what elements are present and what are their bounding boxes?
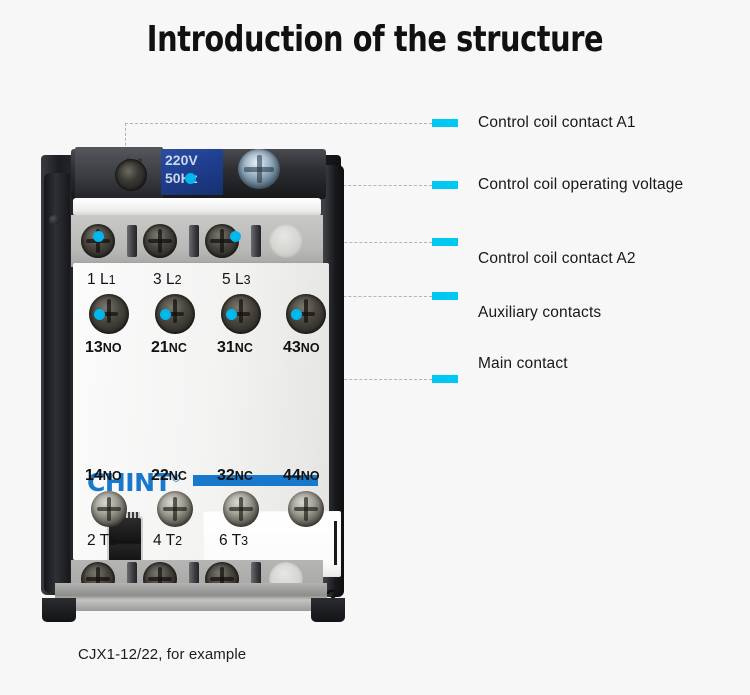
lower-divider-fin-3 (251, 562, 261, 594)
aux-contact-upper-code-1: 13NO (85, 339, 122, 357)
aux-upper-number-4: 43 (283, 339, 301, 356)
device-base (55, 583, 327, 611)
device-white-bridge (73, 198, 321, 216)
main-terminal-number-6: 6 (219, 532, 228, 549)
aux-contact-lower-code-3: 32NC (217, 467, 253, 485)
main-terminal-phase-2: L (165, 271, 175, 288)
main-terminal-phase-index-2: 2 (174, 273, 182, 287)
callout-marker-1 (432, 119, 458, 127)
main-terminal-number-1: 1 (87, 271, 96, 288)
aux-contact-upper-code-3: 31NC (217, 339, 253, 357)
callout-label-2: Control coil operating voltage (478, 176, 684, 193)
device-foot-right (311, 598, 345, 622)
main-terminal-phase-index-1: 1 (108, 273, 116, 287)
aux-lower-number-1: 14 (85, 467, 103, 484)
main-terminal-label-3: 5 L3 (222, 271, 251, 289)
main-terminal-phase-6: T (231, 532, 242, 549)
main-terminal-number-4: 2 (87, 532, 96, 549)
callout-label-5: Main contact (478, 355, 568, 372)
page-title: Introduction of the structure (146, 19, 604, 60)
main-terminal-label-2: 3 L2 (153, 271, 182, 289)
main-terminal-number-5: 4 (153, 532, 162, 549)
main-terminal-label-5: 4 T2 (153, 532, 182, 550)
aux-lower-type-3: NC (234, 469, 253, 483)
top-metal-screw (238, 149, 280, 189)
aux-upper-number-2: 21 (151, 339, 169, 356)
upper-divider-fin-3 (251, 225, 261, 257)
lower-divider-fin-1 (127, 562, 137, 594)
aux-lower-number-3: 32 (217, 467, 235, 484)
main-terminal-label-4: 2 T1 (87, 532, 116, 550)
aux-lower-type-1: NO (102, 469, 122, 483)
contactor-device-image: A1 220V 50Hz 1 L1 3 (33, 143, 351, 622)
main-terminal-number-3: 5 (222, 271, 231, 288)
callout-marker-4 (432, 292, 458, 300)
figure-caption: CJX1-12/22, for example (78, 646, 247, 663)
aux-contact-lower-code-1: 14NO (85, 467, 122, 485)
main-terminal-phase-index-4: 1 (109, 534, 117, 548)
aux-contact-lower-code-2: 22NC (151, 467, 187, 485)
leader-line-4 (308, 296, 432, 297)
aux-upper-number-3: 31 (217, 339, 235, 356)
aux-upper-type-2: NC (168, 341, 187, 355)
callout-label-1: Control coil contact A1 (478, 114, 636, 131)
callout-label-3: Control coil contact A2 (478, 250, 636, 267)
aux-screw-lower-2 (157, 491, 193, 527)
upper-divider-fin-2 (189, 225, 199, 257)
main-terminal-phase-1: L (99, 271, 109, 288)
main-terminal-phase-index-3: 3 (243, 273, 251, 287)
aux-upper-number-1: 13 (85, 339, 103, 356)
marker-dot-aux-2 (160, 309, 171, 320)
aux-upper-type-3: NC (234, 341, 253, 355)
aux-screw-lower-3 (223, 491, 259, 527)
marker-dot-a2 (230, 231, 241, 242)
registered-trademark-icon: ® (171, 473, 181, 485)
main-terminal-number-2: 3 (153, 271, 162, 288)
main-terminal-phase-5: T (165, 532, 176, 549)
marker-dot-aux-3 (226, 309, 237, 320)
aux-contact-lower-code-4: 44NO (283, 467, 320, 485)
callout-marker-5 (432, 375, 458, 383)
main-terminal-phase-3: L (234, 271, 244, 288)
aux-screw-lower-1 (91, 491, 127, 527)
callout-marker-3 (432, 238, 458, 246)
main-terminal-label-1: 1 L1 (87, 271, 116, 289)
upper-divider-fin-1 (127, 225, 137, 257)
aux-lower-type-4: NO (300, 469, 320, 483)
chint-logo-bar (193, 475, 318, 486)
voltage-sticker: 220V 50Hz (161, 149, 223, 195)
main-terminal-phase-4: T (99, 532, 110, 549)
aux-contact-upper-code-4: 43NO (283, 339, 320, 357)
marker-dot-aux-4 (291, 309, 302, 320)
aux-screw-lower-4 (288, 491, 324, 527)
aux-upper-type-4: NO (300, 341, 320, 355)
leader-line-1 (125, 123, 432, 124)
marker-dot-a1 (93, 231, 104, 242)
main-terminal-label-6: 6 T3 (219, 532, 248, 550)
device-foot-left (42, 598, 76, 622)
aux-upper-type-1: NO (102, 341, 122, 355)
aux-lower-type-2: NC (168, 469, 187, 483)
callout-label-4: Auxiliary contacts (478, 304, 602, 321)
device-faceplate: 1 L1 3 L2 5 L3 13NO 21NC (73, 263, 341, 610)
aux-lower-number-2: 22 (151, 467, 169, 484)
lower-divider-fin-2 (189, 562, 199, 594)
main-terminal-phase-index-6: 3 (241, 534, 249, 548)
aux-screw-upper-4 (286, 294, 326, 334)
main-terminal-phase-index-5: 2 (175, 534, 183, 548)
upper-terminal-zone (71, 215, 323, 267)
aux-contact-upper-code-2: 21NC (151, 339, 187, 357)
callout-marker-2 (432, 181, 458, 189)
upper-terminal-blank (269, 224, 303, 258)
device-left-rail (44, 173, 70, 593)
upper-terminal-screw-2 (143, 224, 177, 258)
voltage-value: 220V (165, 152, 198, 168)
marker-dot-aux-1 (94, 309, 105, 320)
aux-lower-number-4: 44 (283, 467, 301, 484)
marker-dot-voltage (185, 173, 196, 184)
coil-terminal-a1-screw (115, 159, 147, 191)
